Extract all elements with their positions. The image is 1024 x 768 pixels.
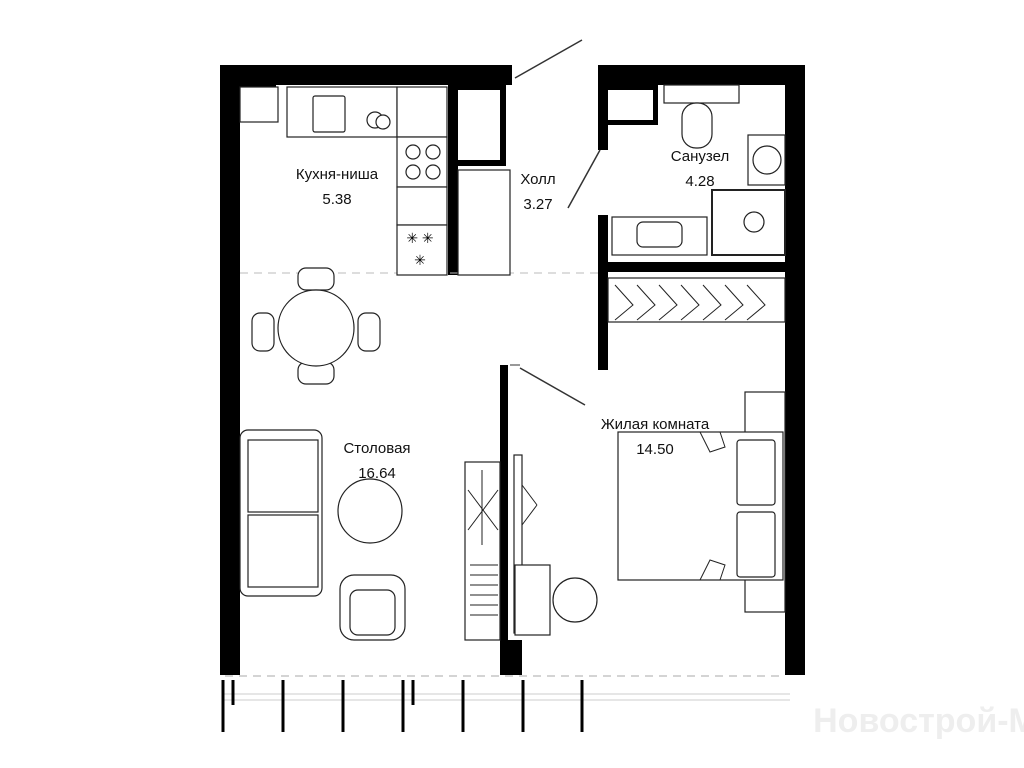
svg-text:✳ ✳: ✳ ✳: [406, 230, 433, 246]
walls: [220, 65, 805, 675]
room-name-bedroom: Жилая комната: [601, 416, 710, 433]
doors: [510, 39, 601, 406]
room-area-hall: 3.27: [523, 196, 552, 213]
balcony-glazing: [221, 680, 790, 732]
svg-text:✳: ✳: [414, 252, 426, 268]
stove: [396, 136, 448, 188]
kitchen-furniture: ✳ ✳ ✳: [239, 86, 511, 276]
room-name-hall: Холл: [520, 171, 555, 188]
room-area-dining: 16.64: [358, 465, 396, 482]
room-area-bedroom: 14.50: [636, 441, 674, 458]
room-name-dining: Столовая: [343, 440, 410, 457]
dining-furniture: [239, 267, 406, 641]
watermark: Новострой-М: [813, 702, 1024, 740]
room-area-bathroom: 4.28: [685, 173, 714, 190]
bathroom-furniture: [607, 84, 786, 323]
room-name-kitchen: Кухня-ниша: [296, 166, 379, 183]
room-name-bathroom: Санузел: [671, 148, 729, 165]
room-area-kitchen: 5.38: [322, 191, 351, 208]
bedroom-furniture: [464, 391, 786, 641]
